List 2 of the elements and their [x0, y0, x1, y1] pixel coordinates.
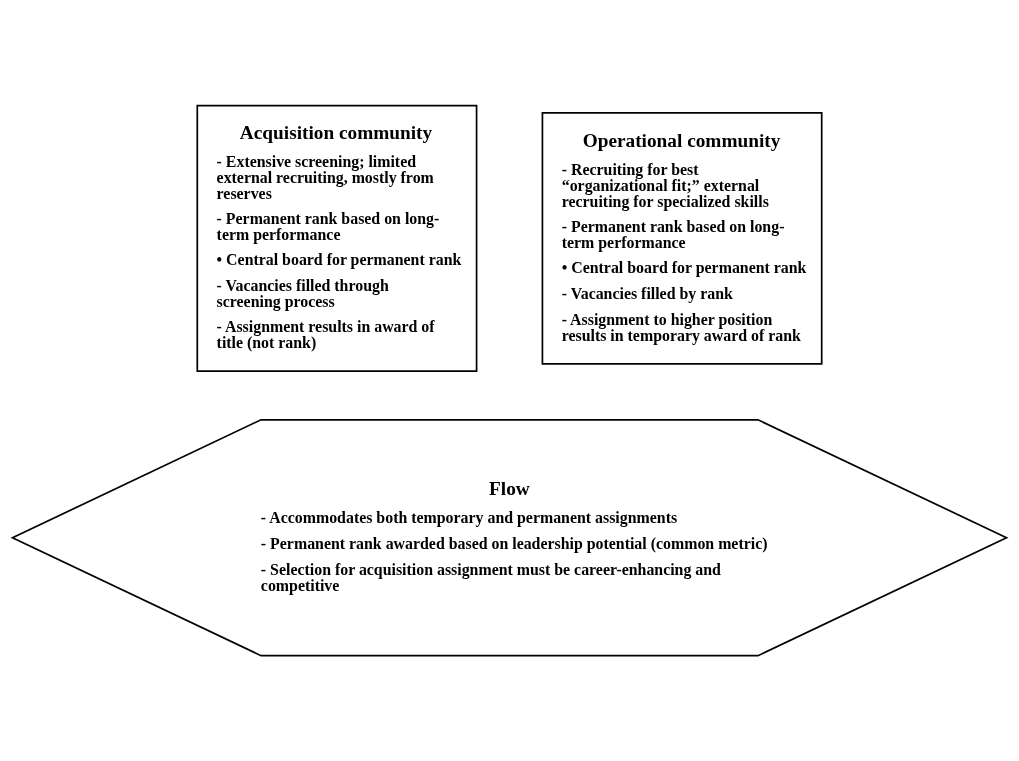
node-box: Acquisition community - Extensive screening; limited external recruiting, mostly from reserves - Permanent rank based on long-term performance • Central board for permanent rank - Vacancies filled through screening process - Assignment results in award of title (not rank)	[196, 104, 478, 373]
node-box: Operational community - Recruiting for best “organizational fit;” external recruiting for specialized skills - Permanent rank based on long-term performance • Central board for permanent rank - Vacancies filled by rank - Assignment to higher position results in temporary award of rank	[541, 112, 823, 365]
